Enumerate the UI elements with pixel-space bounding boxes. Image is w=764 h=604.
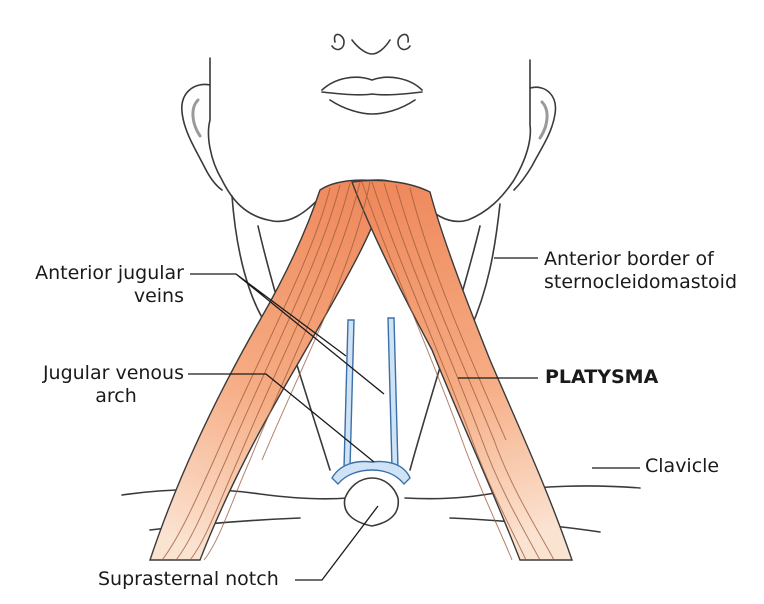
lower-lip <box>329 99 416 115</box>
leader-jugular-venous-arch <box>188 373 375 463</box>
nose <box>331 33 411 55</box>
leader-suprasternal-notch <box>295 505 379 581</box>
label-clavicle: Clavicle <box>645 455 720 477</box>
platysma-fibers <box>161 181 555 561</box>
label-anterior-jugular-veins: Anterior jugular veins <box>22 262 184 308</box>
upper-lip <box>321 76 423 91</box>
left-anterior-jugular-vein <box>343 319 355 469</box>
label-platysma: PLATYSMA <box>545 366 659 388</box>
leader-lines <box>188 257 640 581</box>
right-anterior-jugular-vein <box>387 317 399 469</box>
leader-anterior-jugular <box>190 273 385 395</box>
label-jugular-venous-line2: arch <box>95 385 137 407</box>
label-suprasternal-notch: Suprasternal notch <box>98 568 279 590</box>
label-jugular-venous-line1: Jugular venous <box>42 362 184 384</box>
label-anterior-border-line1: Anterior border of <box>544 248 714 270</box>
lip-line <box>321 91 423 96</box>
left-clavicle <box>121 488 349 500</box>
jugular-venous-arch <box>331 460 411 486</box>
right-ear <box>513 86 557 191</box>
left-ear <box>181 83 223 191</box>
neck-left-side <box>231 195 271 331</box>
neck-right-side <box>469 203 501 331</box>
label-anterior-jugular-line2: veins <box>133 285 184 307</box>
left-ear-inner <box>191 98 202 138</box>
platysma-muscle <box>149 179 573 561</box>
label-anterior-jugular-line1: Anterior jugular <box>35 262 184 284</box>
right-ear-inner <box>538 100 549 140</box>
label-jugular-venous-arch: Jugular venous arch <box>12 362 184 408</box>
label-anterior-border-scm: Anterior border of sternocleidomastoid <box>544 248 737 294</box>
anterior-jugular-veins <box>331 317 411 486</box>
suprasternal-notch-outline <box>343 477 400 527</box>
label-anterior-border-line2: sternocleidomastoid <box>544 271 738 293</box>
